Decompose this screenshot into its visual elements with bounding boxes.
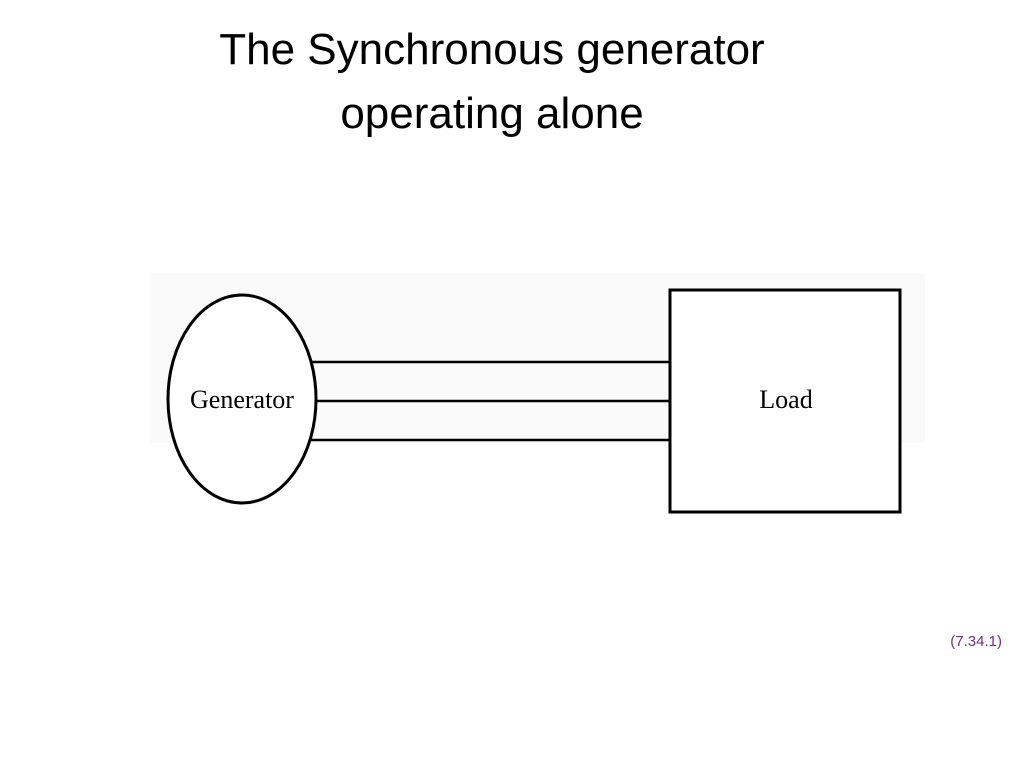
generator-circle [166,293,318,505]
generator-label: Generator [190,385,294,414]
diagram-canvas: Generator Load [150,273,925,514]
reference-number: (7.34.1) [950,633,1002,650]
title-line-1: The Synchronous generator [219,25,765,74]
load-label: Load [759,385,812,414]
title-line-2: operating alone [340,89,644,138]
load-box [668,288,902,514]
generator-load-diagram: Generator Load [150,265,925,530]
slide-title: The Synchronous generator operating alon… [120,18,864,146]
